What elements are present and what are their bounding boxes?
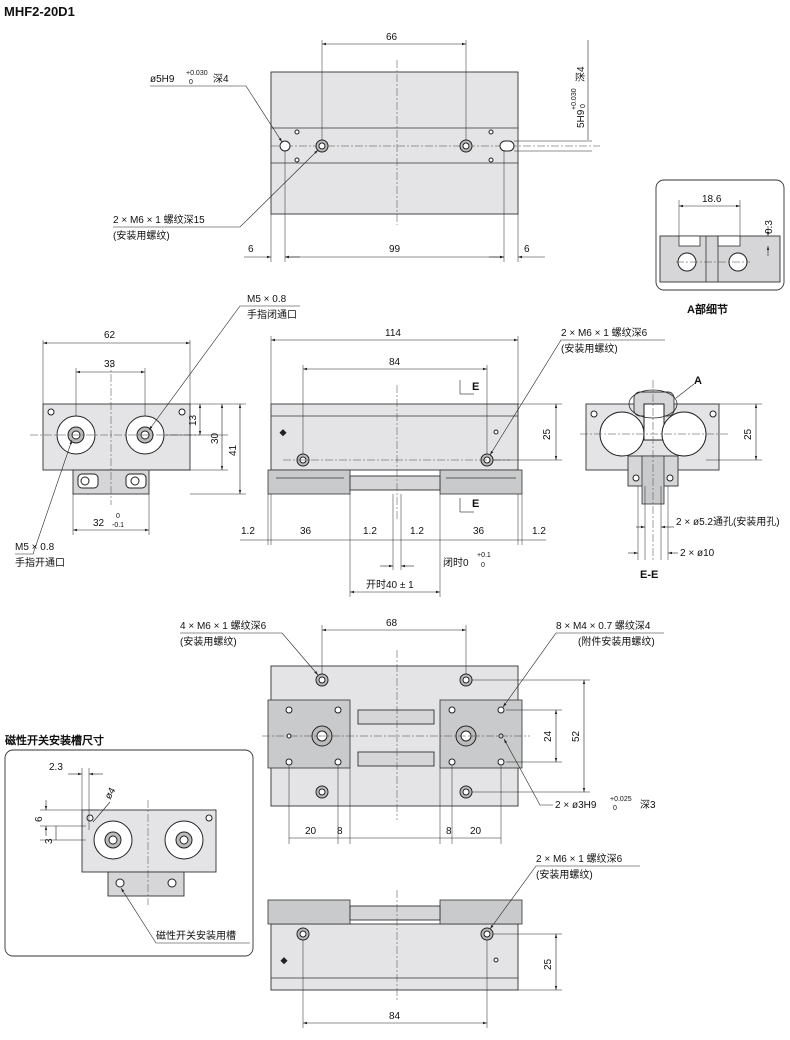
bottom-dim-1: 8 xyxy=(337,826,343,837)
acc-thread-sub: (附件安装用螺纹) xyxy=(578,635,655,648)
finger-left xyxy=(267,469,351,495)
dim-68: 68 xyxy=(386,618,398,629)
bottom-pin-note: 2 × ø3H9 xyxy=(555,800,597,811)
front-dim-25: 25 xyxy=(542,428,553,440)
pin-hole-tol-lower: 0 xyxy=(189,79,193,86)
dim-32-tol-lower: -0.1 xyxy=(112,522,124,529)
front-thread-note: 2 × M6 × 1 螺纹深6 xyxy=(561,326,648,339)
closed-tol-lower: 0 xyxy=(481,562,485,569)
top-view: 66 6 99 6 ø5H9 +0.030 0 深4 5H9 +0.030 0 … xyxy=(113,32,600,262)
top-thread-sub: (安装用螺纹) xyxy=(113,229,170,242)
front-bottom-dim-4: 36 xyxy=(473,526,485,537)
slot-tol-upper: +0.030 xyxy=(571,88,578,110)
top-view-body xyxy=(270,71,519,215)
bottom-thread-note: 4 × M6 × 1 螺纹深6 xyxy=(180,619,267,632)
bottom-pin-tol-upper: +0.025 xyxy=(610,796,632,803)
front-bottom-dim-3: 1.2 xyxy=(410,526,424,537)
dim-6-right: 6 xyxy=(524,244,530,255)
lower-dim-84: 84 xyxy=(389,1011,401,1022)
detail-a-caption: A部细节 xyxy=(687,302,728,316)
bottom-dim-3: 20 xyxy=(470,826,482,837)
front-view-body xyxy=(270,403,519,471)
lower-finger-right xyxy=(439,899,523,925)
switch-groove-detail: 磁性开关安装槽尺寸 2.3 ø4 6 3 磁性开关安装用槽 xyxy=(4,733,254,957)
port-close-note: M5 × 0.8 xyxy=(247,294,287,305)
section-mark-top: E xyxy=(472,381,479,393)
detail-a-callout xyxy=(628,389,678,419)
pin-hole-depth: 深4 xyxy=(213,73,229,85)
dim-0-3: 0.3 xyxy=(764,220,775,234)
dim-32-tol-upper: 0 xyxy=(116,513,120,520)
switch-groove-slot xyxy=(115,878,125,888)
pin-hole-note: ø5H9 xyxy=(150,74,175,85)
front-bottom-dim-5: 1.2 xyxy=(532,526,546,537)
dim-32: 32 xyxy=(93,518,105,529)
dim-6: 6 xyxy=(34,816,45,822)
dim-84: 84 xyxy=(389,357,401,368)
front-bottom-dim-1: 36 xyxy=(300,526,312,537)
dim-33: 33 xyxy=(104,359,116,370)
dim-3: 3 xyxy=(44,838,55,844)
port-close-sub: 手指闭通口 xyxy=(247,308,297,321)
lower-thread-note: 2 × M6 × 1 螺纹深6 xyxy=(536,852,623,865)
dim-13: 13 xyxy=(188,414,199,426)
finger-right xyxy=(439,469,523,495)
dim-30: 30 xyxy=(210,432,221,444)
lower-dim-25: 25 xyxy=(543,958,554,970)
bottom-pin-depth: 深3 xyxy=(640,799,656,811)
slot-fit: 5H9 xyxy=(576,109,587,128)
slot-depth: 深4 xyxy=(575,66,587,82)
top-slot xyxy=(499,140,515,152)
dim-52: 52 xyxy=(571,730,582,742)
bottom-pin-tol-lower: 0 xyxy=(613,805,617,812)
groove-label: 磁性开关安装用槽 xyxy=(156,929,236,942)
port-open-sub: 手指开通口 xyxy=(15,556,65,569)
lower-front-view: 2 × M6 × 1 螺纹深6 (安装用螺纹) 25 84 xyxy=(267,852,640,1028)
dim-2-3: 2.3 xyxy=(49,762,63,773)
bottom-view: 68 4 × M6 × 1 螺纹深6 (安装用螺纹) 8 × M4 × 0.7 … xyxy=(180,618,664,844)
acc-thread-note: 8 × M4 × 0.7 螺纹深4 xyxy=(556,619,651,632)
closed-label: 闭时0 xyxy=(443,556,469,569)
section-mark-bottom: E xyxy=(472,498,479,510)
dim-114: 114 xyxy=(385,328,401,339)
end-view: 62 33 13 30 41 32 0 -0.1 M5 × 0.8 手指闭通口 … xyxy=(15,294,300,569)
counterbore-note: 2 × ø10 xyxy=(680,548,715,559)
dim-24: 24 xyxy=(543,730,554,742)
dim-99: 99 xyxy=(389,244,401,255)
front-bottom-dim-0: 1.2 xyxy=(241,526,255,537)
lower-thread-sub: (安装用螺纹) xyxy=(536,868,593,881)
front-thread-sub: (安装用螺纹) xyxy=(561,342,618,355)
callout-a: A xyxy=(694,375,702,387)
bottom-dim-2: 8 xyxy=(446,826,452,837)
through-hole-note: 2 × ø5.2通孔(安装用孔) xyxy=(676,515,780,528)
bottom-thread-sub: (安装用螺纹) xyxy=(180,635,237,648)
dim-18-6: 18.6 xyxy=(702,194,722,205)
dim-6-left: 6 xyxy=(248,244,254,255)
lower-finger-left xyxy=(267,899,351,925)
switch-groove-title: 磁性开关安装槽尺寸 xyxy=(5,733,104,747)
drawing-title: MHF2-20D1 xyxy=(4,4,75,19)
slot-tol-lower: 0 xyxy=(580,104,587,108)
dim-62: 62 xyxy=(104,330,116,341)
front-bottom-dim-2: 1.2 xyxy=(363,526,377,537)
front-view: 114 84 25 E E 2 × M6 × 1 螺纹深6 (安装用螺纹) 1.… xyxy=(240,326,665,597)
top-pin-hole xyxy=(279,140,291,152)
open-label: 开时40 ± 1 xyxy=(366,579,414,591)
closed-tol-upper: +0.1 xyxy=(477,552,491,559)
dim-66: 66 xyxy=(386,32,398,43)
dim-phi-4: ø4 xyxy=(103,786,119,802)
detail-a: 18.6 0.3 A部细节 xyxy=(655,179,785,316)
section-dim-25: 25 xyxy=(743,428,754,440)
pin-hole-tol-upper: +0.030 xyxy=(186,70,208,77)
top-thread-note: 2 × M6 × 1 螺纹深15 xyxy=(113,213,205,226)
section-caption: E-E xyxy=(640,569,658,581)
lower-front-body xyxy=(270,923,519,991)
section-view: A 25 2 × ø5.2通孔(安装用孔) 2 × ø10 E-E xyxy=(580,375,780,581)
dim-41: 41 xyxy=(228,444,239,456)
bottom-dim-0: 20 xyxy=(305,826,317,837)
port-open-note: M5 × 0.8 xyxy=(15,542,55,553)
